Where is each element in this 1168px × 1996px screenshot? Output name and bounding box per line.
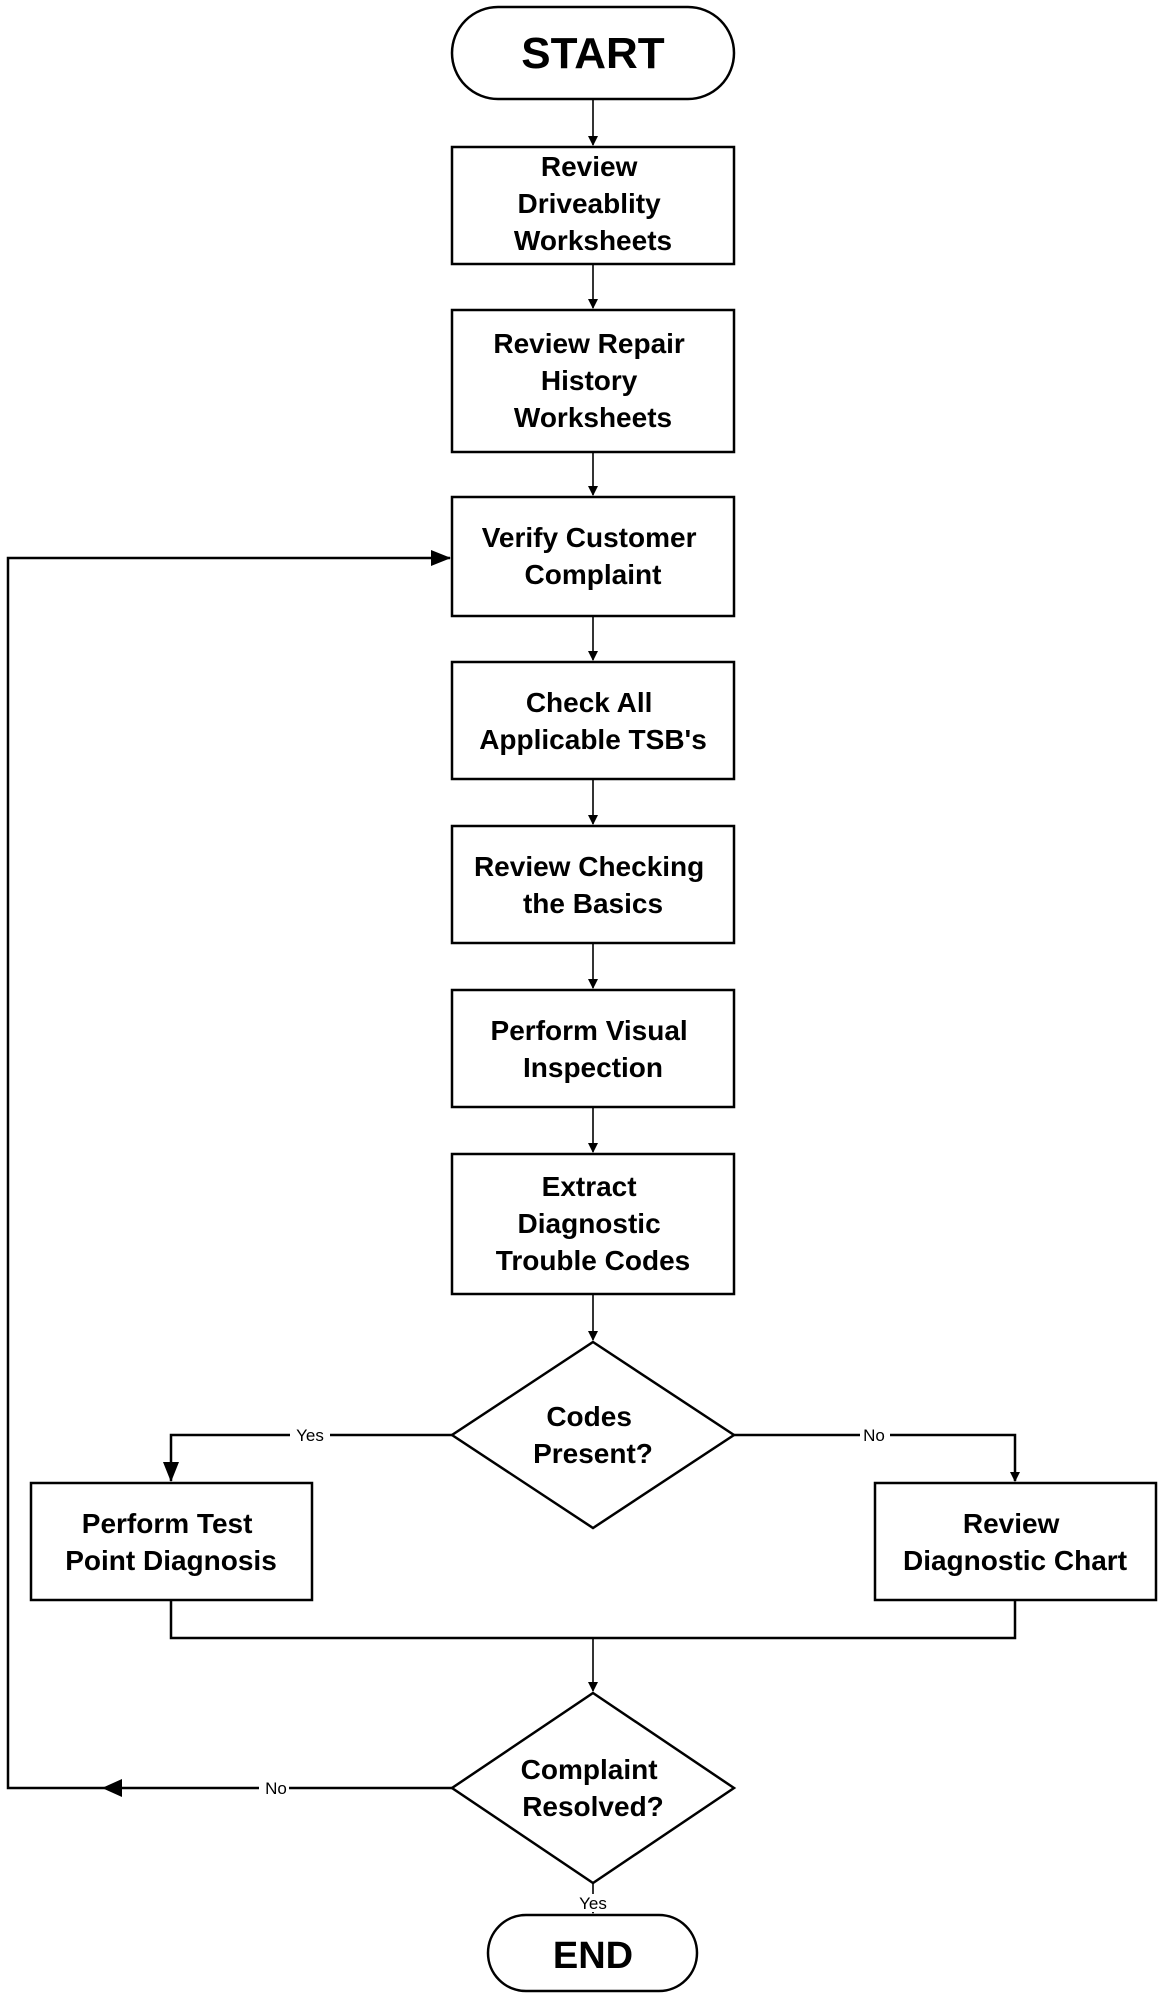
step-review-repair-history-label: Review Repair History Worksheets	[493, 328, 692, 433]
codes-no-label: No	[863, 1426, 885, 1445]
resolved-yes-label: Yes	[579, 1894, 607, 1913]
arrow-codes-no	[734, 1433, 1020, 1482]
decision-codes-present: Codes Present?	[449, 1340, 737, 1530]
resolved-no-label: No	[265, 1779, 287, 1798]
step-visual-inspection-label: Perform Visual Inspection	[491, 1015, 696, 1083]
step-extract-codes-label: Extract Diagnostic Trouble Codes	[496, 1171, 690, 1276]
step-review-driveability: Review Driveablity Worksheets	[450, 145, 736, 266]
decision-codes-present-label: Codes Present?	[533, 1401, 653, 1469]
step-review-diagnostic-chart-label: Review Diagnostic Chart	[903, 1508, 1127, 1576]
arrow-codes-yes	[163, 1433, 452, 1482]
loop-arrowhead	[102, 1779, 122, 1797]
step-test-point-diagnosis-label: Perform Test Point Diagnosis	[65, 1508, 277, 1576]
start-label: START	[521, 29, 665, 78]
end-terminal: END	[486, 1913, 699, 1993]
step-review-diagnostic-chart: Review Diagnostic Chart	[873, 1481, 1158, 1602]
codes-yes-label: Yes	[296, 1426, 324, 1445]
decision-complaint-resolved-label: Complaint Resolved?	[521, 1754, 666, 1822]
step-review-driveability-label: Review Driveablity Worksheets	[514, 151, 672, 256]
step-review-repair-history: Review Repair History Worksheets	[450, 308, 736, 454]
step-review-basics-label: Review Checking the Basics	[474, 851, 712, 919]
step-verify-complaint-label: Verify Customer Complaint	[482, 522, 705, 590]
step-review-basics: Review Checking the Basics	[450, 824, 736, 945]
start-terminal: START	[450, 5, 736, 101]
step-extract-codes: Extract Diagnostic Trouble Codes	[450, 1152, 736, 1296]
decision-complaint-resolved: Complaint Resolved?	[449, 1691, 737, 1885]
end-label: END	[553, 1935, 633, 1977]
merge-line	[169, 1600, 1017, 1640]
arrow-resolved-no-loop	[6, 550, 452, 1790]
connectors	[6, 99, 1020, 1914]
edge-labels: Yes No No Yes	[259, 1425, 890, 1913]
step-verify-complaint: Verify Customer Complaint	[450, 495, 736, 618]
step-test-point-diagnosis: Perform Test Point Diagnosis	[29, 1481, 314, 1602]
step-check-tsbs: Check All Applicable TSB's	[450, 660, 736, 781]
step-visual-inspection: Perform Visual Inspection	[450, 988, 736, 1109]
step-check-tsbs-label: Check All Applicable TSB's	[479, 687, 707, 755]
